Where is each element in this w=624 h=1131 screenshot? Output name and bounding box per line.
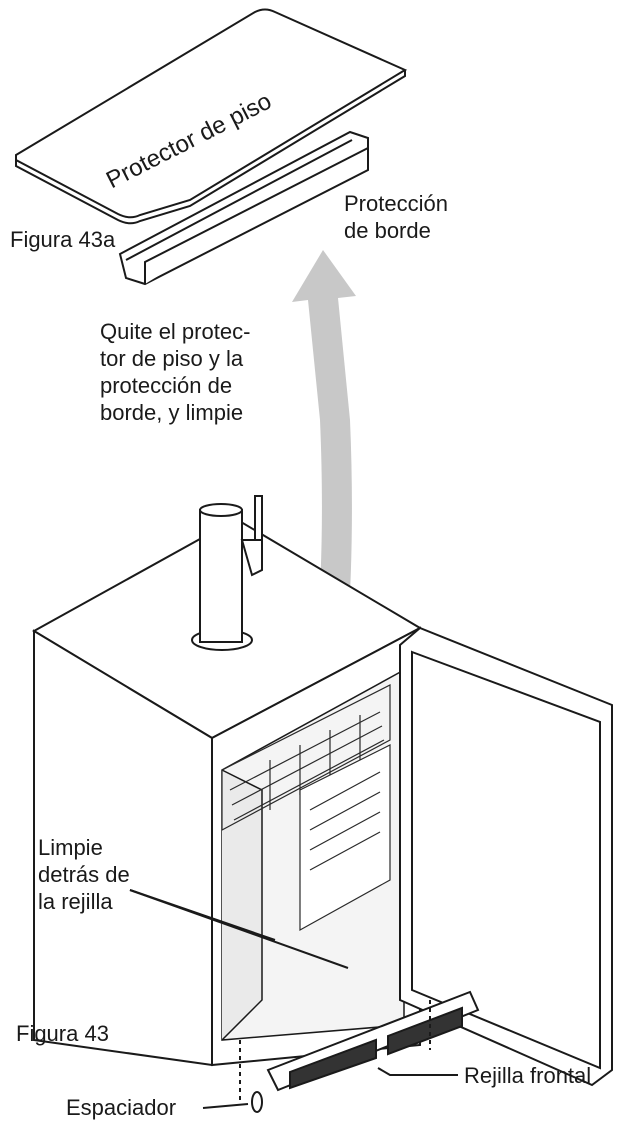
front-grille-label: Rejilla frontal [464,1063,592,1088]
edge-guard-strip [118,130,369,286]
spacer-label: Espaciador [66,1095,177,1120]
floor-protector-panel [15,8,408,225]
front-grille-part [266,990,480,1092]
edge-guard-label: Protección de borde [344,191,448,243]
figure-43-label: Figura 43 [16,1021,109,1046]
clean-behind-grille-label: Limpie detrás de la rejilla [38,835,130,914]
beer-tap-tower [191,495,263,651]
figure-43a-label: Figura 43a [10,227,116,252]
spacer-part [251,1091,263,1113]
open-door [399,626,613,1087]
wire-shelves [221,684,391,932]
instruction-label: Quite el protec- tor de piso y la protec… [100,319,251,425]
leader-lines [129,889,458,1109]
